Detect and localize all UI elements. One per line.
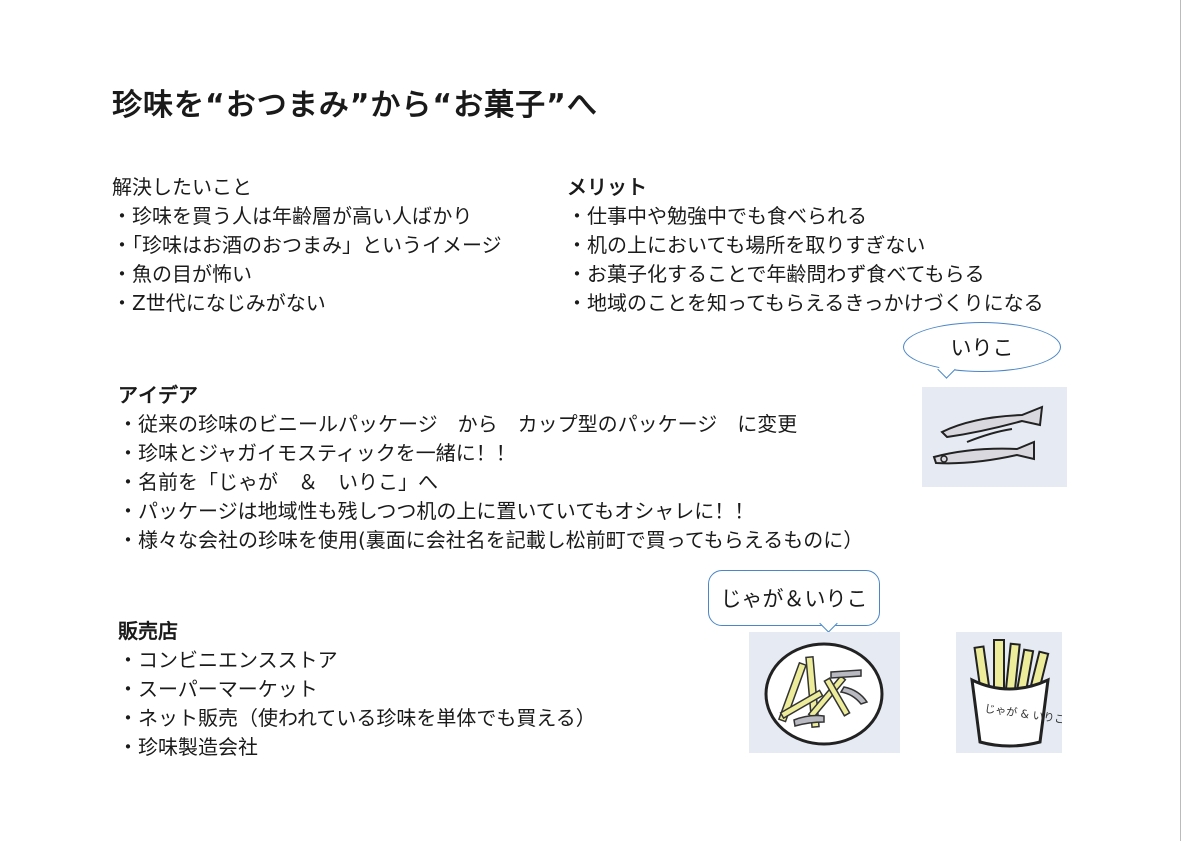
list-item: ・珍味とジャガイモスティックを一緒に！！: [118, 441, 516, 465]
problems-heading: 解決したいこと: [112, 175, 252, 199]
plate-illustration: [749, 632, 900, 753]
list-item: ・地域のことを知ってもらえるきっかけづくりになる: [567, 291, 1044, 315]
list-item: ・パッケージは地域性も残しつつ机の上に置いていてもオシャレに！！: [118, 499, 755, 523]
list-item: ・机の上においても場所を取りすぎない: [567, 233, 926, 257]
dried-sardine-illustration: [922, 387, 1067, 487]
cup-illustration: じゃが & いりこ: [956, 632, 1066, 753]
iriko-speech-bubble: いりこ: [903, 322, 1061, 372]
list-item: ・仕事中や勉強中でも食べられる: [567, 204, 867, 228]
scan-edge: [1180, 0, 1181, 841]
stores-heading: 販売店: [118, 619, 178, 643]
list-item: ・コンビニエンスストア: [118, 648, 338, 672]
list-item: ・従来の珍味のビニールパッケージ から カップ型のパッケージ に変更: [118, 412, 798, 436]
list-item: ・珍味を買う人は年齢層が高い人ばかり: [112, 204, 473, 228]
list-item: ・ネット販売（使われている珍味を単体でも買える）: [118, 706, 596, 730]
list-item: ・魚の目が怖い: [112, 262, 252, 286]
merits-section: メリット ・仕事中や勉強中でも食べられる ・机の上においても場所を取りすぎない …: [567, 173, 1044, 318]
list-item: ・Z世代になじみがない: [112, 291, 326, 315]
list-item: ・「珍味はお酒のおつまみ」というイメージ: [112, 233, 502, 257]
problems-section: 解決したいこと ・珍味を買う人は年齢層が高い人ばかり ・「珍味はお酒のおつまみ」…: [112, 173, 502, 318]
iriko-bubble-text: いりこ: [950, 336, 1014, 360]
list-item: ・お菓子化することで年齢問わず食べてもらる: [567, 262, 985, 286]
ideas-heading: アイデア: [118, 383, 198, 407]
stores-section: 販売店 ・コンビニエンスストア ・スーパーマーケット ・ネット販売（使われている…: [118, 617, 596, 762]
ideas-section: アイデア ・従来の珍味のビニールパッケージ から カップ型のパッケージ に変更 …: [118, 381, 863, 555]
product-speech-bubble: じゃが＆いりこ: [708, 570, 880, 626]
list-item: ・珍味製造会社: [118, 735, 258, 759]
product-bubble-text: じゃが＆いりこ: [720, 587, 868, 611]
list-item: ・様々な会社の珍味を使用(裏面に会社名を記載し松前町で買ってもらえるものに）: [118, 528, 864, 552]
page-title: 珍味を“おつまみ”から“お菓子”へ: [112, 88, 598, 123]
list-item: ・スーパーマーケット: [118, 677, 318, 701]
merits-heading: メリット: [567, 175, 647, 199]
list-item: ・名前を「じゃが ＆ いりこ」へ: [118, 470, 438, 494]
